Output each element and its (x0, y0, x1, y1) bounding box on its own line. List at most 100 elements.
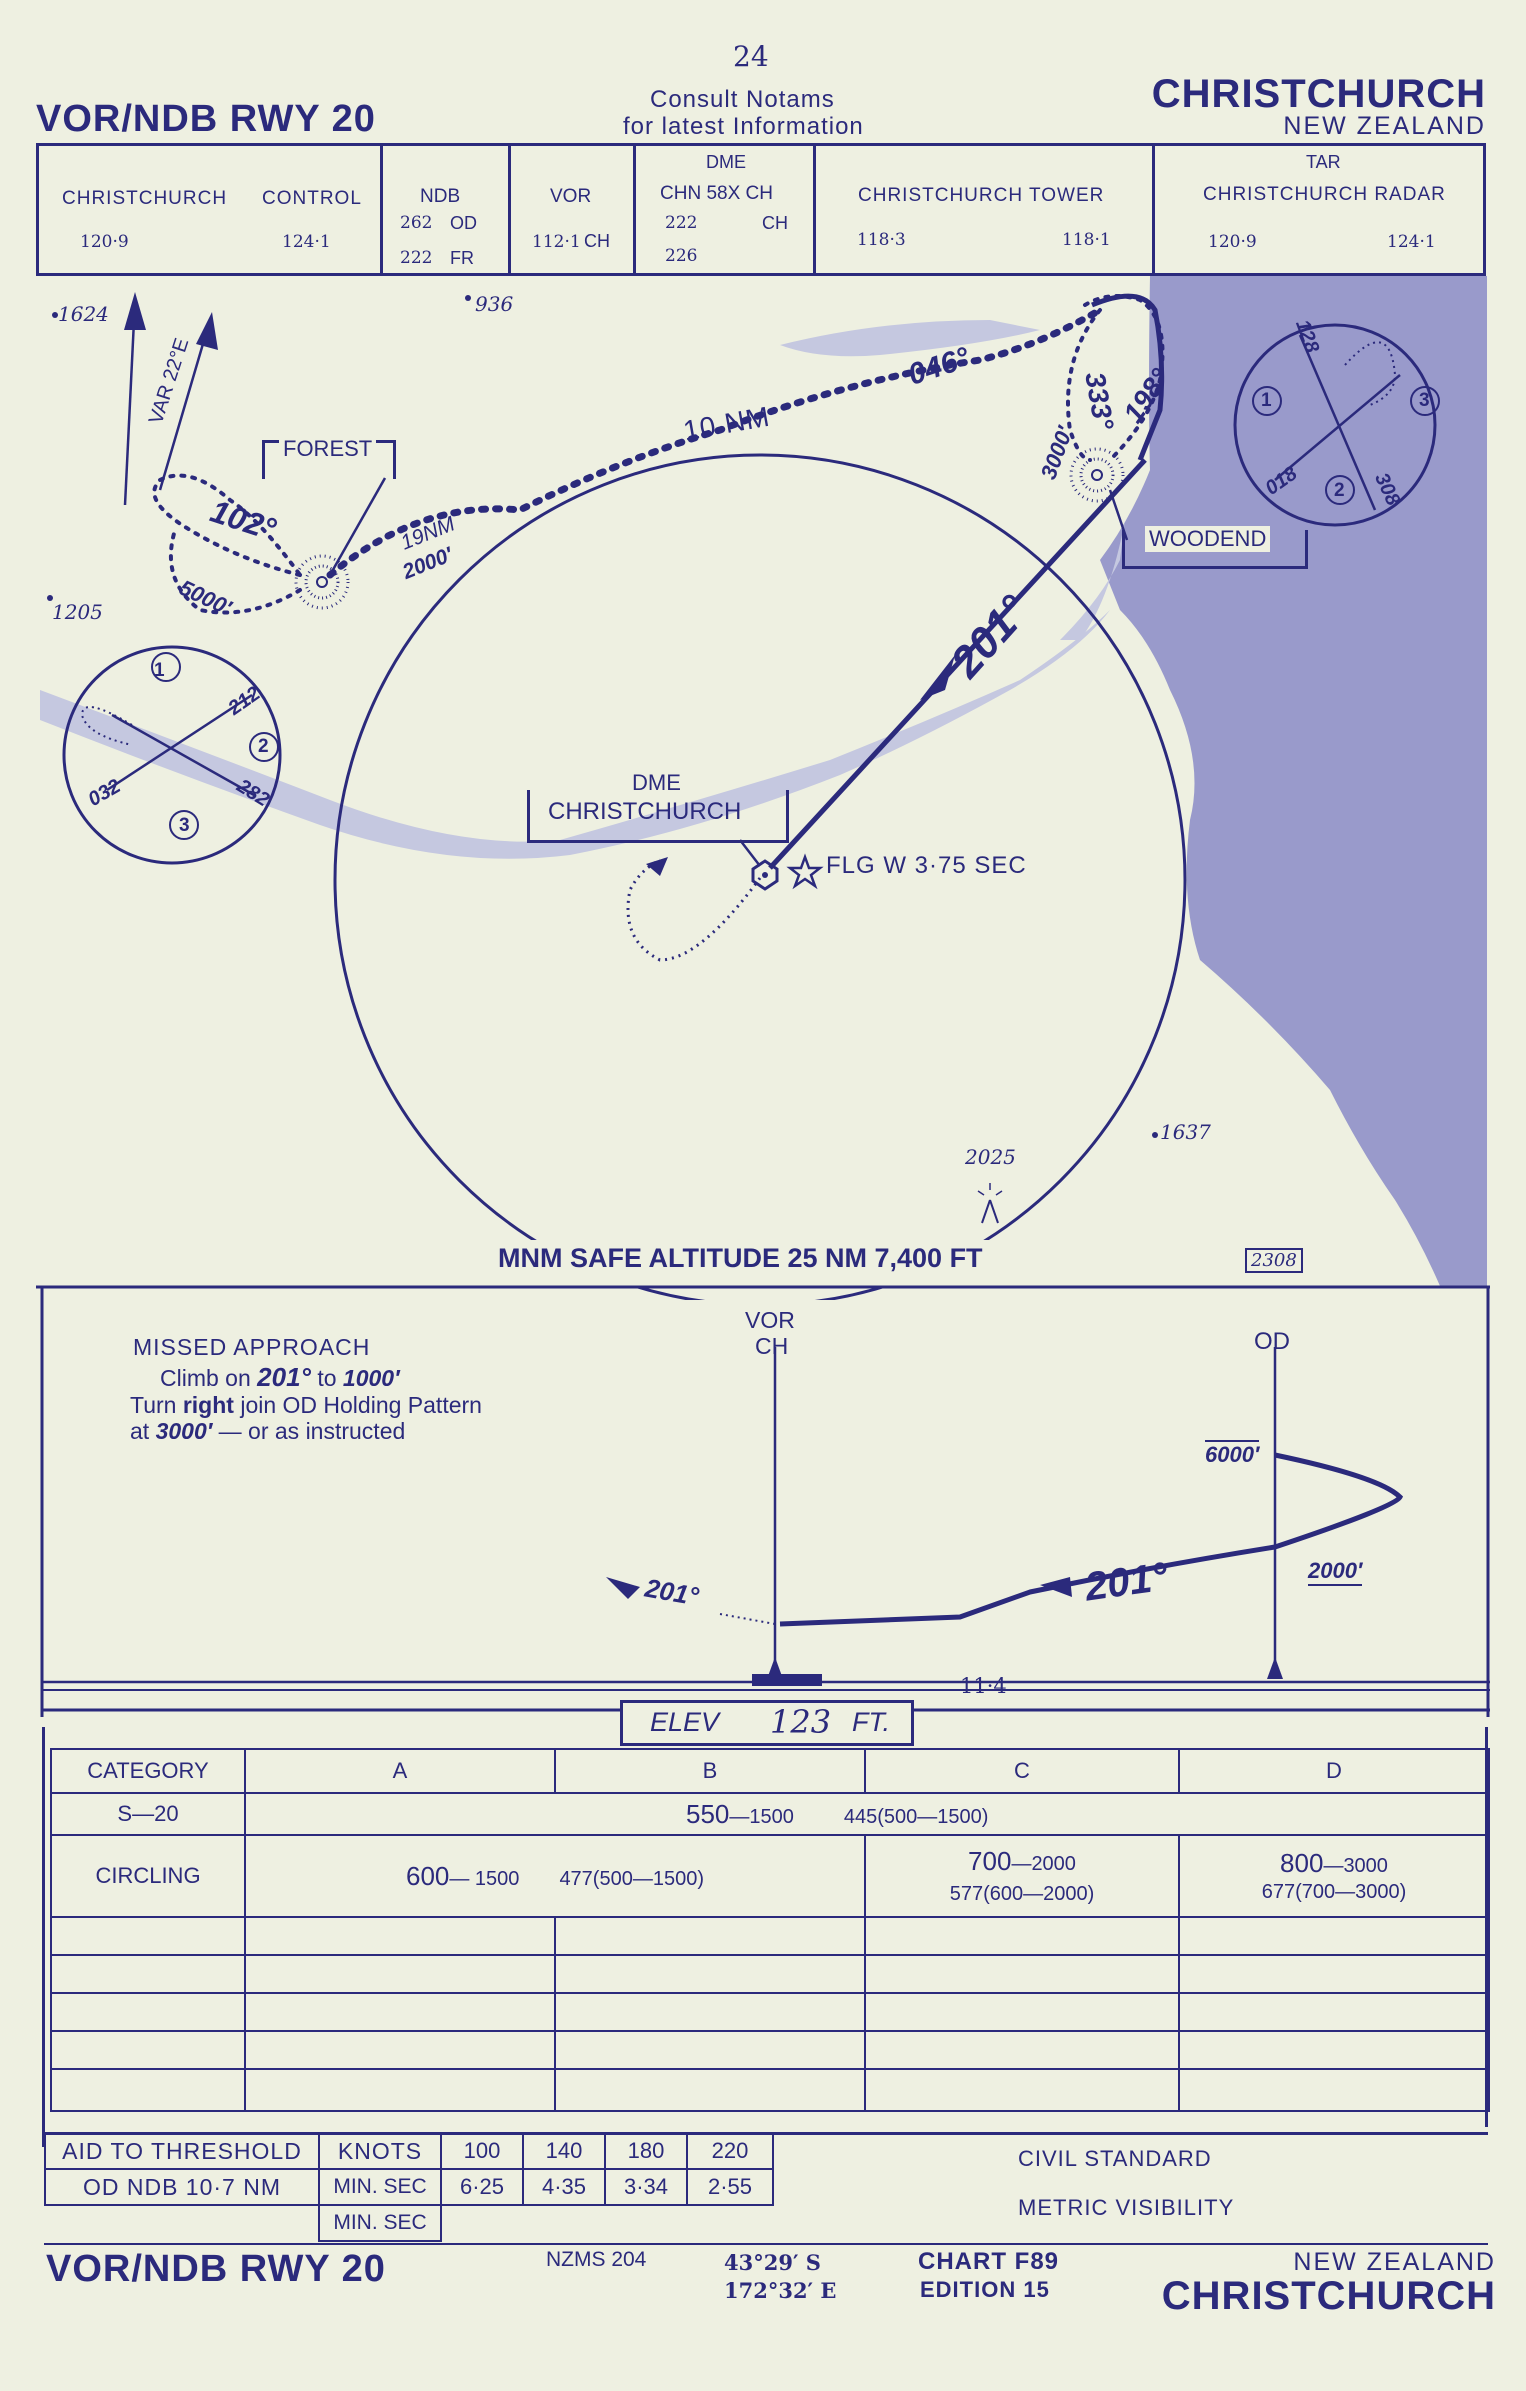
missed-altitude: 1000′ (342, 1365, 400, 1391)
empty-cell (50, 1992, 246, 2032)
straight-in-label: S—20 (50, 1792, 246, 1836)
missed-text: Turn (130, 1392, 183, 1418)
spot-height-936: 936 (475, 292, 514, 316)
elevation-unit: FT. (852, 1707, 891, 1737)
forest-hold (152, 473, 302, 615)
ndb-fr-freq: 222 (400, 248, 433, 268)
sector-3-west: 3 (179, 815, 190, 836)
sector-3-east: 3 (1419, 390, 1430, 411)
empty-cell (244, 2068, 556, 2112)
initial-arc-track (326, 306, 1104, 579)
forest-label: FOREST (279, 436, 377, 462)
empty-cell (1178, 1916, 1490, 1956)
country-name: NEW ZEALAND (1283, 112, 1486, 140)
missed-text: — or as instructed (212, 1418, 406, 1444)
empty-cell (244, 1954, 556, 1994)
sector-2-west: 2 (258, 736, 269, 757)
latitude: 43°29′ S (724, 2250, 821, 2275)
dme-value-2: 226 (665, 246, 698, 266)
notice-line1: Consult Notams (650, 86, 835, 113)
obstacle-symbol (977, 1183, 1003, 1224)
empty-cell (244, 1916, 556, 1956)
ndb-od-ident: OD (450, 213, 477, 233)
missed-text: to (310, 1365, 343, 1391)
sector-1-west: 1 (154, 660, 165, 681)
footer-country: NEW ZEALAND (1293, 2248, 1496, 2276)
s20-mda: 550 (686, 1798, 730, 1829)
empty-cell (864, 1992, 1180, 2032)
freq-divider (633, 143, 636, 276)
missed-approach-line2: Climb on 201° to 1000′ (160, 1362, 400, 1393)
circling-label: CIRCLING (50, 1834, 246, 1918)
missed-approach-line4: at 3000′ — or as instructed (130, 1418, 405, 1445)
final-approach-track (768, 458, 1147, 870)
descent-arrow (1040, 1577, 1072, 1597)
spot-height-dot (1152, 1132, 1158, 1138)
empty-cell (554, 1992, 866, 2032)
vor-ident: CH (584, 231, 610, 251)
frequency-box (36, 143, 1486, 276)
circ-d-vis: —3000 (1323, 1855, 1388, 1877)
vor-freq: 112·1 (532, 232, 581, 252)
missed-climb-arrow (606, 1577, 640, 1599)
tar-label: TAR (1306, 152, 1341, 172)
missed-text: at (130, 1418, 156, 1444)
min-sec-label-2: MIN. SEC (318, 2204, 442, 2242)
note-metric-visibility: METRIC VISIBILITY (1018, 2195, 1235, 2220)
spot-height-2025: 2025 (965, 1145, 1016, 1169)
empty-cell (554, 2030, 866, 2070)
tower-freq-2: 118·1 (1062, 230, 1111, 250)
note-civil-standard: CIVIL STANDARD (1018, 2146, 1212, 2171)
missed-approach-track (626, 858, 762, 962)
empty-cell (441, 2204, 773, 2241)
timing-top-rule (44, 2132, 1488, 2135)
control-label: CONTROL (262, 188, 362, 209)
control-freq-2: 124·1 (282, 232, 331, 252)
circ-c-hat: 577(600—2000) (949, 1883, 1095, 1905)
estuary (780, 320, 1040, 357)
distance-11-4: 11·4 (960, 1674, 1007, 1698)
circ-c-mda: 700 (968, 1846, 1012, 1876)
page-number: 24 (733, 40, 769, 73)
category-c-header: C (864, 1748, 1180, 1794)
time-100: 6·25 (440, 2168, 524, 2206)
map-series: NZMS 204 (546, 2248, 647, 2271)
time-220: 2·55 (686, 2168, 774, 2206)
ndb-label: NDB (420, 186, 461, 207)
time-140: 4·35 (522, 2168, 606, 2206)
empty-cell (244, 1992, 556, 2032)
s20-visibility: —1500 (729, 1805, 794, 1828)
ten-nm-ring (333, 453, 1187, 1300)
procedure-title: VOR/NDB RWY 20 (36, 98, 376, 140)
tower-freq-1: 118·3 (857, 230, 906, 250)
empty-cell (1178, 1954, 1490, 1994)
profile-od-label: OD (1254, 1328, 1290, 1355)
empty-cell (50, 2030, 246, 2070)
control-freq-1: 120·9 (80, 232, 129, 252)
missed-turn-direction: right (182, 1392, 234, 1418)
forest-leader (328, 477, 387, 576)
timing-bottom-rule (44, 2243, 1488, 2245)
empty-cell (50, 2068, 246, 2112)
runway-bar (752, 1674, 822, 1686)
vor-label: VOR (550, 186, 592, 207)
aerodrome-beacon-star (786, 853, 824, 890)
empty-cell (50, 1916, 246, 1956)
od-marker (1267, 1657, 1283, 1679)
aid-value: OD NDB 10·7 NM (44, 2168, 320, 2206)
knots-140: 140 (522, 2132, 606, 2170)
vor-dme-symbol (751, 859, 779, 891)
knots-180: 180 (604, 2132, 688, 2170)
edition: EDITION 15 (920, 2277, 1050, 2302)
profile-vor-ident: CH (755, 1333, 789, 1359)
empty-cell (554, 2068, 866, 2112)
category-a-header: A (244, 1748, 556, 1794)
category-header: CATEGORY (50, 1748, 246, 1794)
circ-c-vis: —2000 (1011, 1853, 1076, 1875)
footer-procedure-title: VOR/NDB RWY 20 (46, 2248, 386, 2290)
empty-cell (864, 1954, 1180, 1994)
missed-text: join OD Holding Pattern (233, 1392, 482, 1418)
freq-divider (1152, 143, 1155, 276)
